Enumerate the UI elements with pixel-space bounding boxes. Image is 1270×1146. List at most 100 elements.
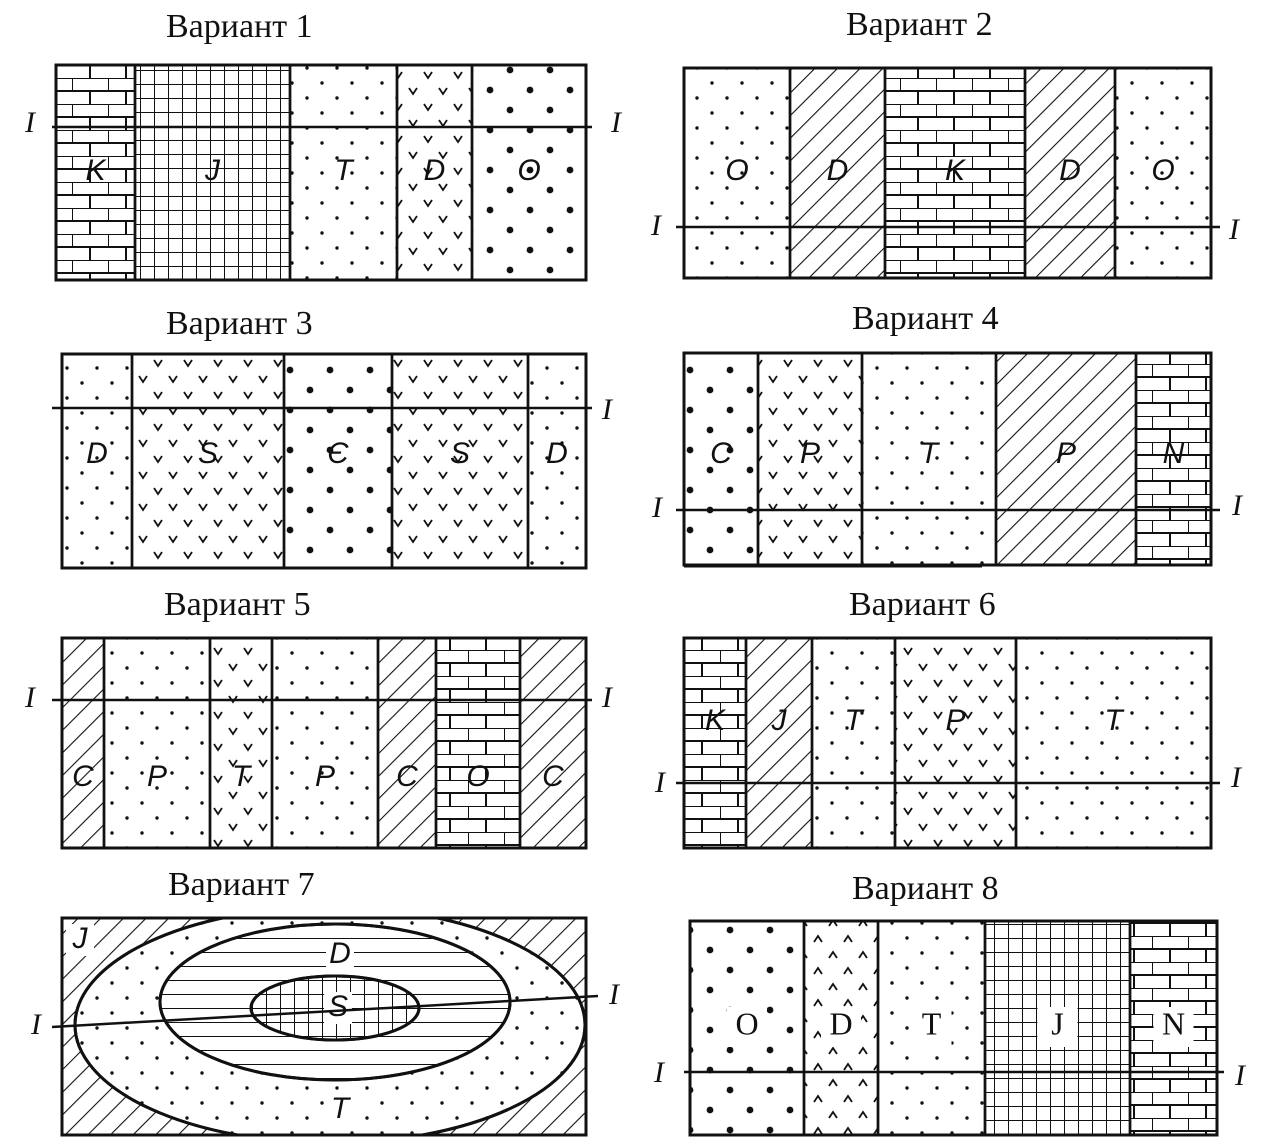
variant-8-section-label-left: I bbox=[653, 1056, 666, 1089]
variant-3-unit-2 bbox=[130, 352, 286, 570]
variant-2-unit-3-label: K bbox=[945, 154, 967, 187]
variant-1-unit-1-label: K bbox=[85, 154, 107, 187]
variant-5-unit-2-label: P bbox=[147, 760, 167, 793]
variant-1-unit-5-label: O bbox=[517, 154, 540, 187]
variant-6-unit-1-label: K bbox=[705, 704, 727, 737]
variant-3-title: Вариант 3 bbox=[166, 305, 313, 342]
variant-4-unit-3-label: T bbox=[920, 437, 941, 470]
variant-7-section-label-right: I bbox=[608, 978, 621, 1011]
label-backdrop bbox=[911, 1007, 952, 1047]
variant-6-unit-4-label: P bbox=[945, 704, 965, 737]
variant-6-unit-2 bbox=[744, 636, 814, 850]
variant-1-unit-4-label: D bbox=[424, 154, 446, 187]
variant-6-title: Вариант 6 bbox=[849, 586, 996, 623]
variant-1-unit-1 bbox=[54, 63, 137, 282]
variant-4-unit-1-label: C bbox=[710, 437, 732, 470]
variant-2-unit-2-label: D bbox=[827, 154, 849, 187]
variant-4-unit-2-label: P bbox=[800, 437, 820, 470]
variant-1-section-label-left: I bbox=[24, 106, 37, 139]
variant-5-unit-4 bbox=[270, 636, 380, 850]
variant-3-unit-4-label: S bbox=[450, 437, 470, 470]
variant-6-section-label-right: I bbox=[1230, 761, 1243, 794]
variant-8-title: Вариант 8 bbox=[852, 870, 999, 907]
variant-1-unit-2-label: J bbox=[204, 154, 221, 187]
variant-2-unit-5-label: O bbox=[1151, 154, 1174, 187]
variant-5-unit-6 bbox=[434, 636, 522, 850]
variant-7-unit-2-label: T bbox=[331, 1092, 352, 1125]
variant-8-map: O D T J N I I bbox=[653, 919, 1247, 1137]
variant-6-section-label-left: I bbox=[654, 766, 667, 799]
variant-5-unit-7 bbox=[518, 636, 588, 850]
variant-2-title: Вариант 2 bbox=[846, 6, 993, 43]
variant-6-unit-5 bbox=[1014, 636, 1213, 850]
variant-3-unit-5-label: D bbox=[546, 437, 568, 470]
variant-2-frame bbox=[682, 66, 1213, 280]
variant-3-unit-2-label: S bbox=[198, 437, 218, 470]
label-backdrop bbox=[1037, 1007, 1078, 1047]
variant-3-section-label-right: I bbox=[601, 393, 614, 426]
variant-8-unit-1-label: O bbox=[735, 1005, 758, 1041]
variant-7-unit-3-label: D bbox=[329, 937, 351, 970]
variant-8-unit-2-label: D bbox=[829, 1005, 852, 1041]
variant-7-section-label-left: I bbox=[30, 1008, 43, 1041]
variant-8-unit-5-label: N bbox=[1162, 1005, 1185, 1041]
variant-6-frame bbox=[682, 636, 1213, 850]
variant-4-unit-4-label: P bbox=[1056, 437, 1076, 470]
variant-7-unit-4-label: S bbox=[328, 990, 348, 1023]
variant-6-unit-4 bbox=[893, 636, 1018, 850]
variant-5-unit-1-label: C bbox=[72, 760, 94, 793]
variant-3-unit-4 bbox=[390, 352, 530, 570]
variant-3-unit-1-label: D bbox=[86, 437, 108, 470]
variant-1-unit-3-label: T bbox=[334, 154, 355, 187]
variant-5-frame bbox=[60, 636, 588, 850]
variant-2-section-label-right: I bbox=[1228, 213, 1241, 246]
variant-7-map: J T DS I I bbox=[30, 916, 621, 1137]
variant-7-section-line bbox=[51, 994, 599, 1029]
variant-8-section-label-right: I bbox=[1234, 1059, 1247, 1092]
variant-5-unit-1 bbox=[60, 636, 106, 850]
variant-2-map: O D K D O I I bbox=[650, 66, 1241, 280]
variant-4-map: C P T P N I I bbox=[651, 351, 1244, 567]
variant-2-unit-1-label: O bbox=[725, 154, 748, 187]
variant-8-frame bbox=[688, 919, 1219, 1137]
variant-3-unit-3-label: Є bbox=[327, 437, 349, 470]
variant-5-unit-7-label: C bbox=[542, 760, 564, 793]
variant-5-unit-3-label: T bbox=[232, 760, 253, 793]
variant-5-section-label-right: I bbox=[601, 681, 614, 714]
variant-1-unit-2 bbox=[133, 63, 292, 282]
variant-2-section-label-left: I bbox=[650, 209, 663, 242]
variant-4-section-label-right: I bbox=[1231, 489, 1244, 522]
label-backdrop bbox=[66, 924, 94, 956]
variant-2-unit-4-label: D bbox=[1059, 154, 1081, 187]
variant-6-unit-3-label: T bbox=[844, 704, 865, 737]
variant-5-unit-6-label: O bbox=[466, 760, 489, 793]
variant-3-frame bbox=[60, 352, 588, 570]
variant-6-unit-3 bbox=[810, 636, 897, 850]
label-backdrop bbox=[324, 992, 352, 1024]
variant-6-unit-2-label: J bbox=[771, 704, 788, 737]
label-backdrop bbox=[326, 1094, 354, 1126]
variant-8-unit-3-label: T bbox=[922, 1005, 942, 1041]
variant-5-unit-2 bbox=[102, 636, 212, 850]
label-backdrop bbox=[821, 1007, 861, 1047]
variant-4-unit-4 bbox=[994, 351, 1138, 567]
variant-5-unit-5 bbox=[376, 636, 438, 850]
variant-4-section-label-left: I bbox=[651, 491, 664, 524]
variant-8-unit-4-label: J bbox=[1051, 1005, 1063, 1041]
label-backdrop bbox=[326, 939, 354, 971]
variant-4-title: Вариант 4 bbox=[852, 300, 999, 337]
variant-5-title: Вариант 5 bbox=[164, 586, 311, 623]
variant-3-unit-1 bbox=[60, 352, 134, 570]
variant-1-frame bbox=[54, 63, 588, 282]
variant-1-title: Вариант 1 bbox=[166, 8, 313, 45]
variant-4-unit-5-label: N bbox=[1163, 437, 1185, 470]
variant-4-unit-5 bbox=[1134, 351, 1213, 567]
variant-5-unit-3 bbox=[208, 636, 274, 850]
label-backdrop bbox=[1153, 1007, 1194, 1047]
variant-7-title: Вариант 7 bbox=[168, 866, 315, 903]
variant-7-unit-1-label: J bbox=[72, 922, 89, 955]
